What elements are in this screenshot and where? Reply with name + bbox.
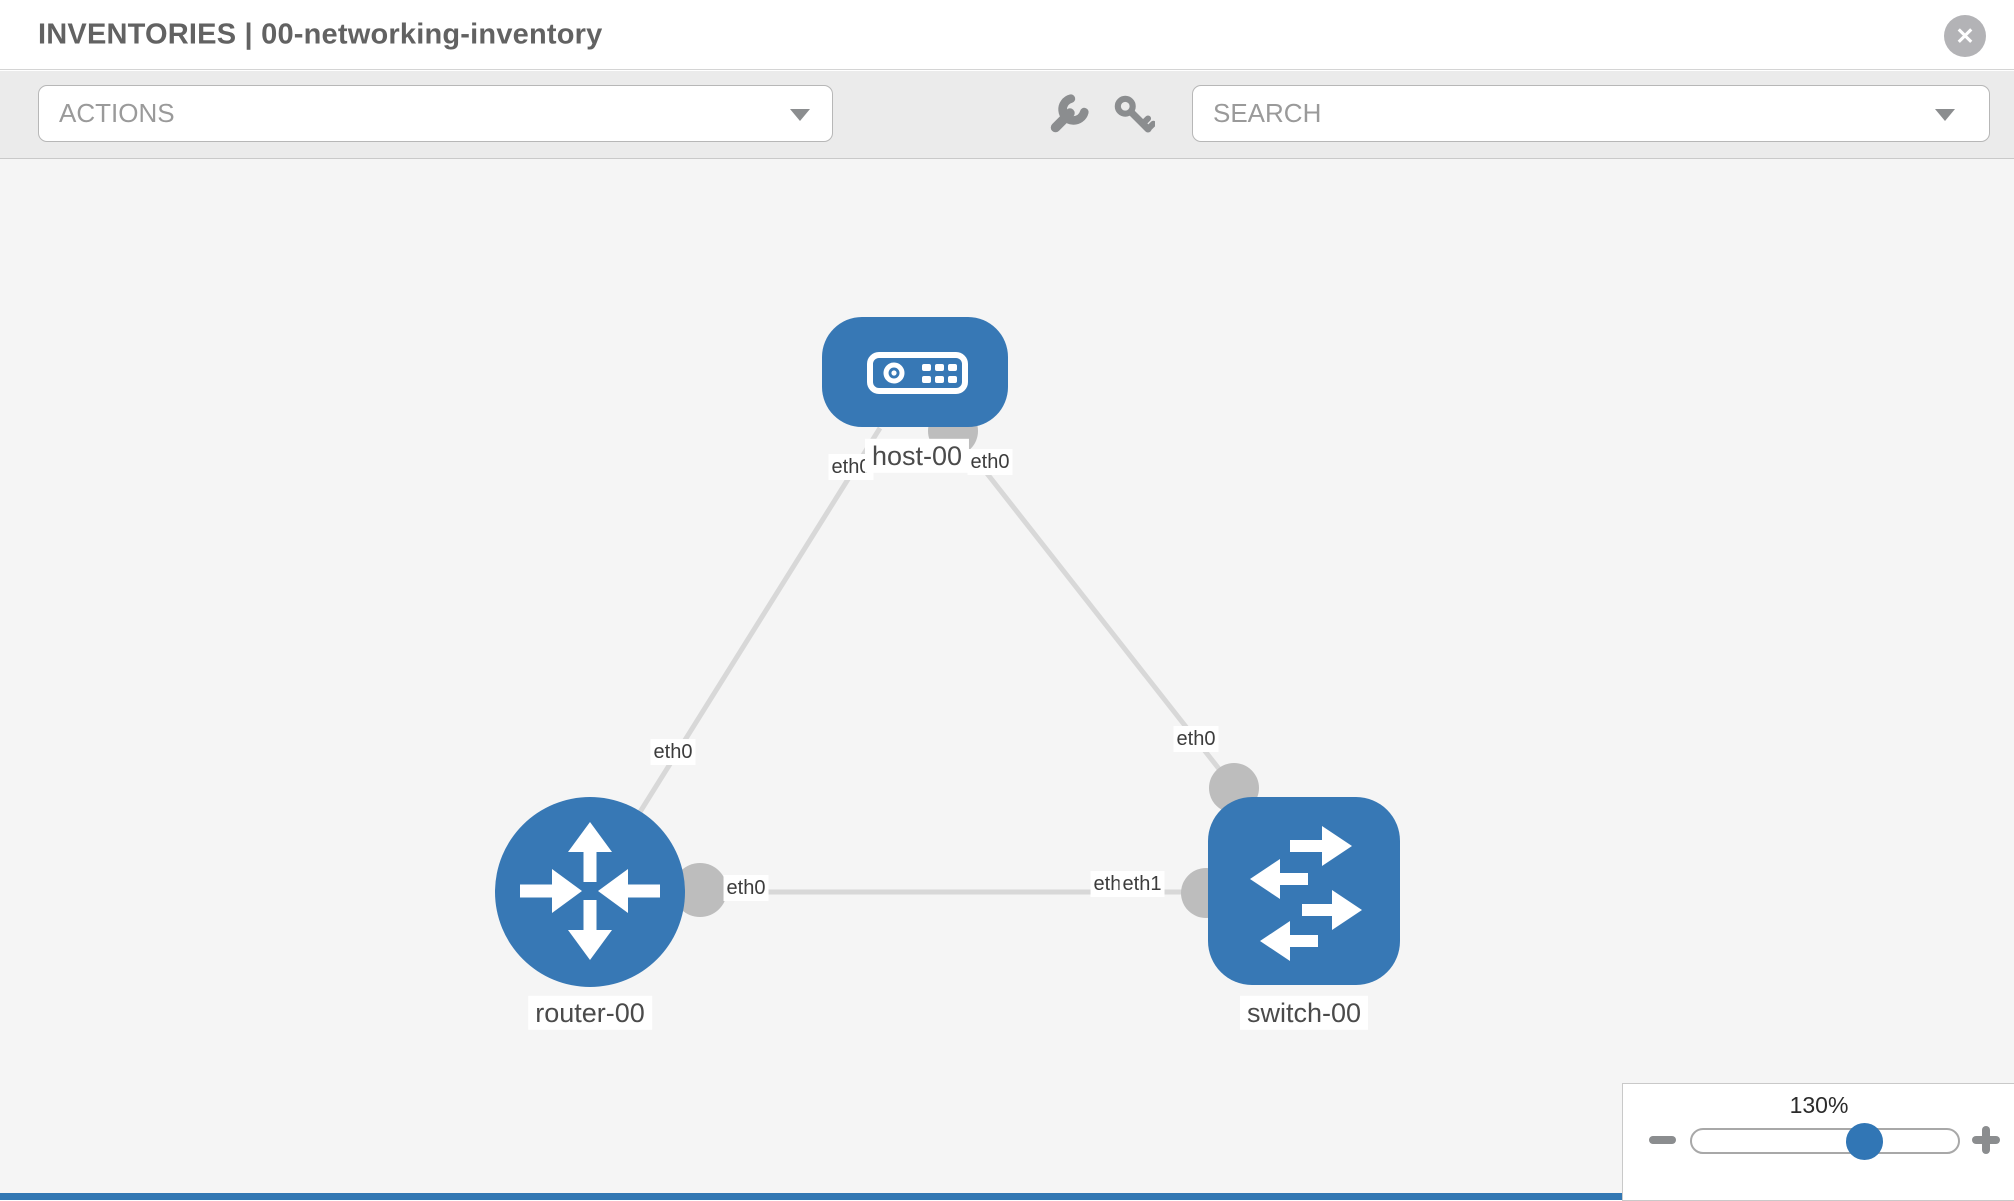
page-title: INVENTORIES | 00-networking-inventory	[38, 18, 603, 51]
inventory-name: 00-networking-inventory	[261, 18, 603, 50]
node-router-00[interactable]	[495, 797, 685, 987]
credentials-button[interactable]	[1110, 91, 1158, 139]
chevron-down-icon	[1935, 108, 1955, 121]
key-icon	[1114, 95, 1155, 133]
close-icon: ✕	[1955, 22, 1975, 49]
port-layer	[673, 406, 1259, 918]
link-layer	[587, 418, 1250, 895]
toolbar: ACTIONS SEARCH	[0, 71, 2014, 159]
switch-icon	[1250, 826, 1362, 961]
breadcrumb-section: INVENTORIES	[38, 18, 237, 50]
topology-canvas[interactable]	[0, 159, 2014, 1200]
zoom-slider-track[interactable]	[1690, 1128, 1960, 1154]
zoom-panel: 130%	[1622, 1083, 2014, 1201]
search-dropdown-label: SEARCH	[1213, 98, 1322, 128]
header: INVENTORIES | 00-networking-inventory ✕	[0, 0, 2014, 70]
configure-button[interactable]	[1044, 91, 1092, 139]
node-host-00[interactable]	[822, 317, 1008, 427]
wrench-icon	[1050, 94, 1089, 133]
zoom-level: 130%	[1789, 1092, 1849, 1118]
bottom-accent-strip	[0, 1193, 1622, 1200]
zoom-out-button[interactable]	[1649, 1136, 1676, 1144]
close-button[interactable]: ✕	[1944, 15, 1986, 57]
router-icon	[520, 822, 660, 960]
zoom-slider-thumb[interactable]	[1846, 1123, 1883, 1160]
actions-dropdown[interactable]: ACTIONS	[38, 85, 833, 142]
port-circle-router[interactable]	[673, 863, 727, 917]
search-dropdown[interactable]: SEARCH	[1192, 85, 1990, 142]
zoom-in-button[interactable]	[1972, 1126, 2000, 1154]
breadcrumb-separator: |	[244, 18, 253, 50]
node-switch-00[interactable]	[1208, 797, 1400, 985]
actions-dropdown-label: ACTIONS	[59, 98, 175, 128]
host-icon	[867, 352, 968, 394]
chevron-down-icon	[790, 108, 810, 121]
link-host-switch[interactable]	[943, 418, 1236, 790]
